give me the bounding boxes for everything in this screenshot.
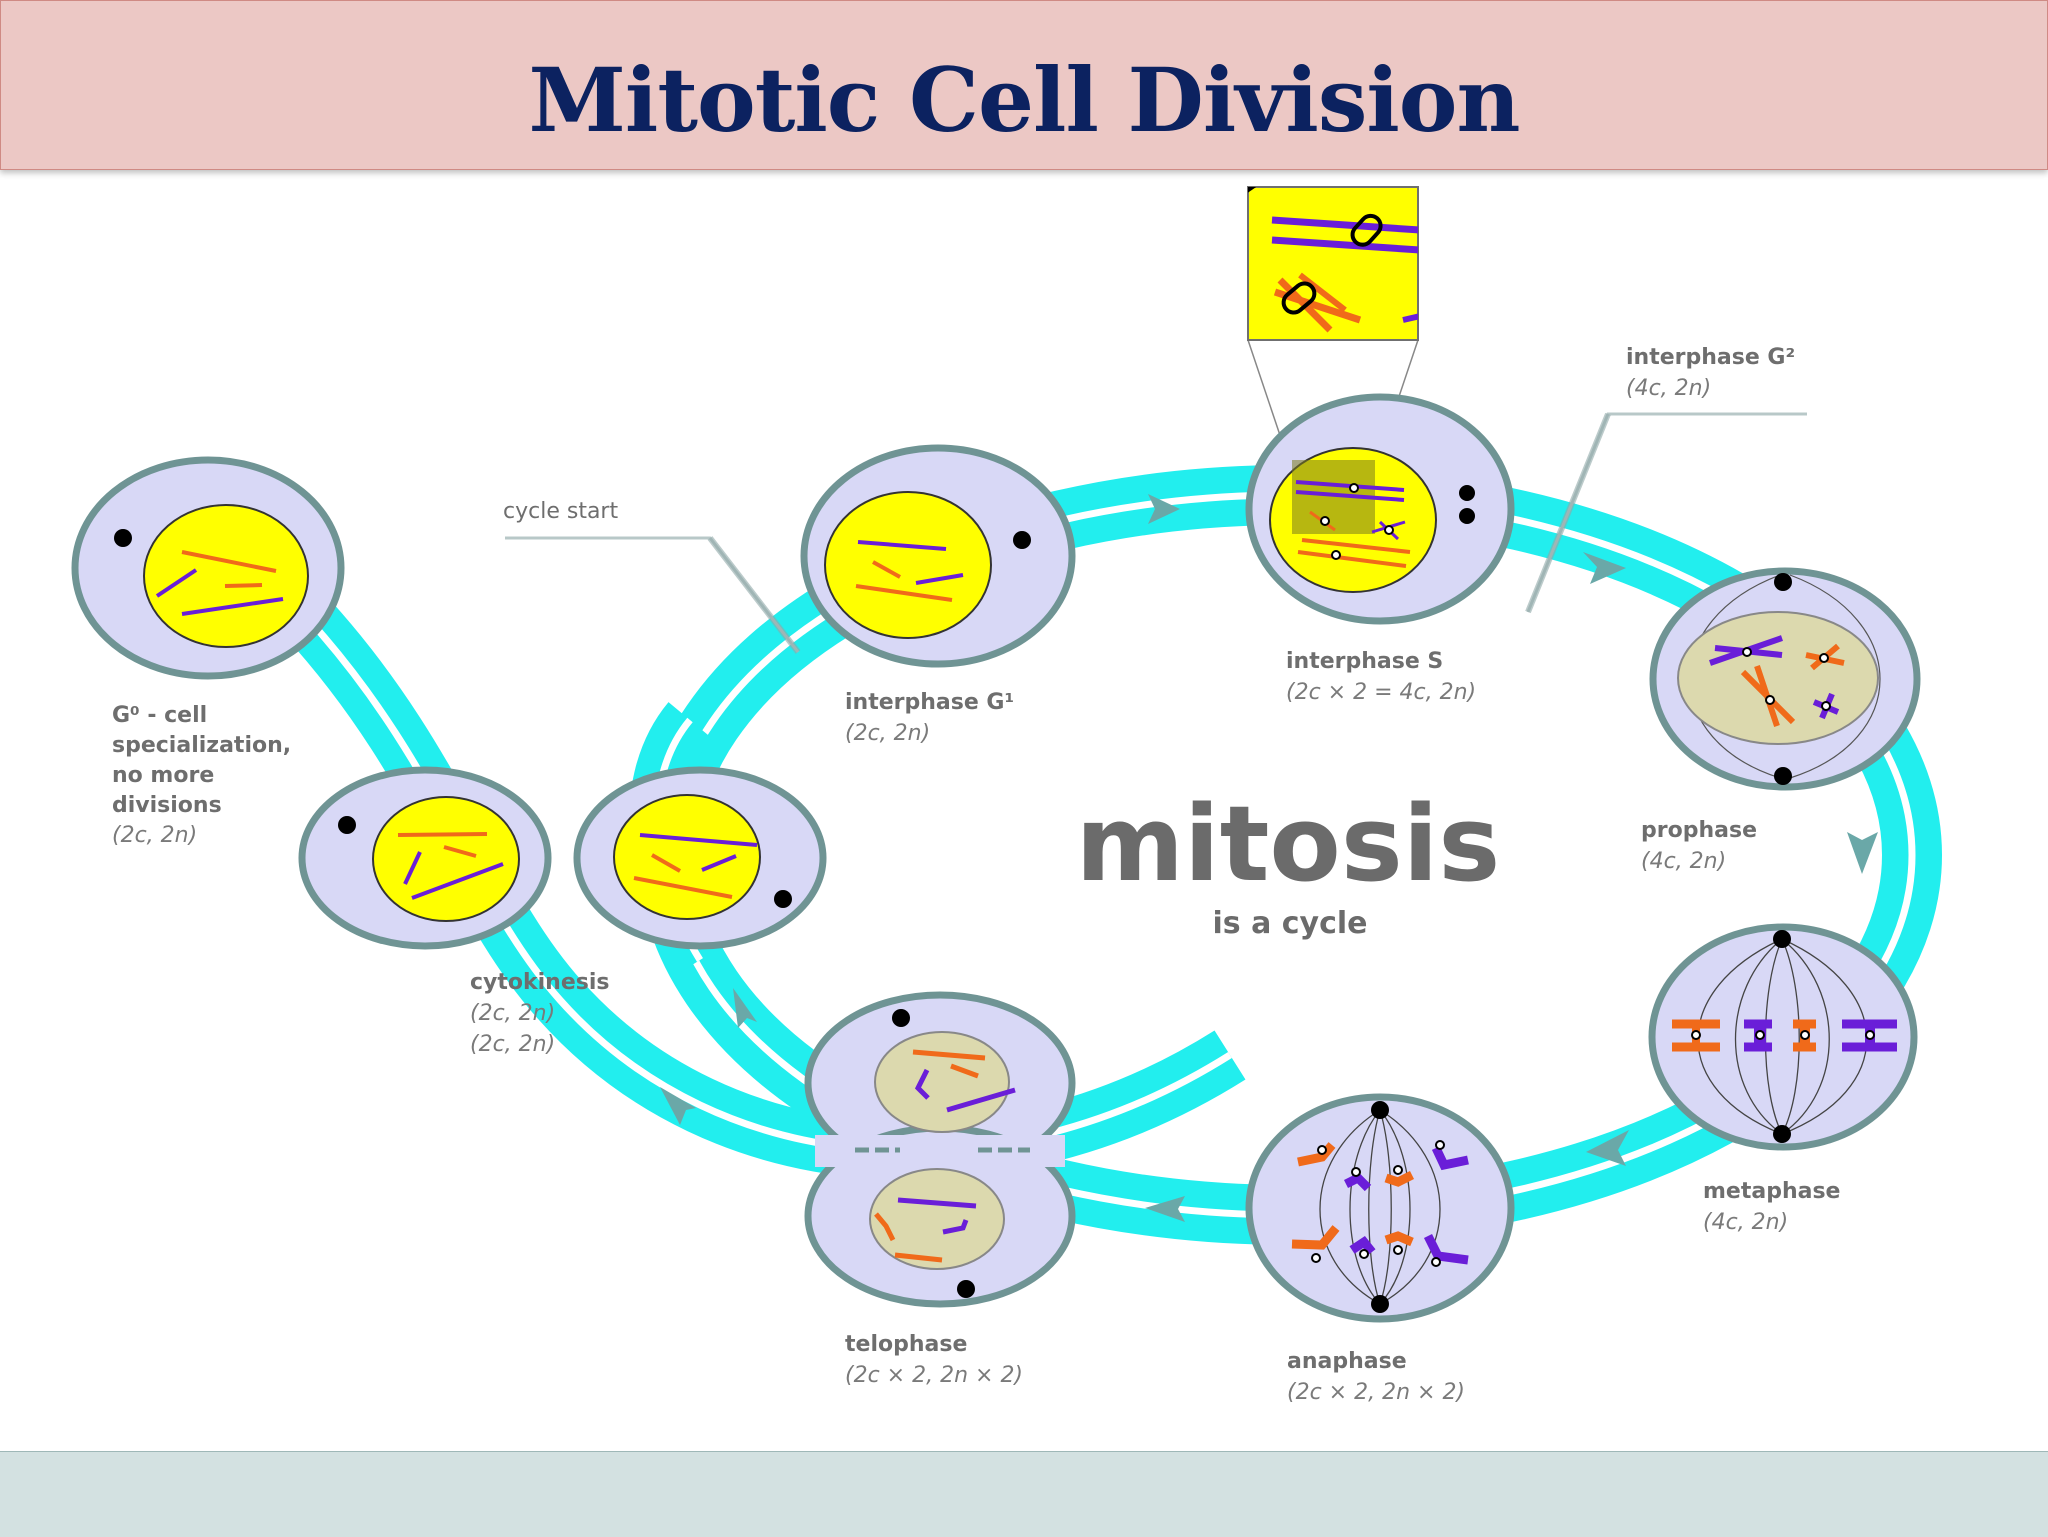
label-cytokinesis-formula-2: (2c, 2n)	[470, 1032, 555, 1057]
page-title: Mitotic Cell Division	[528, 48, 1521, 152]
centrosome	[1371, 1295, 1389, 1313]
centrosome	[1774, 767, 1792, 785]
label-metaphase-formula: (4c, 2n)	[1703, 1210, 1788, 1235]
arrow-chevron	[1586, 1130, 1629, 1166]
label-g0-line1: G⁰ - cell	[112, 703, 207, 728]
arrow-chevron	[1847, 832, 1878, 874]
arrow-chevron	[733, 988, 757, 1028]
centrosome	[114, 529, 132, 547]
arrow-chevron	[1145, 1196, 1185, 1222]
centrosome	[1774, 573, 1792, 591]
cell-telophase	[804, 991, 1076, 1308]
cell-interphase-g1	[800, 444, 1076, 668]
centrosome	[1773, 930, 1791, 948]
arrow-chevron	[1583, 552, 1626, 584]
label-cycle-start: cycle start	[503, 499, 618, 524]
label-g2-name: interphase G²	[1626, 345, 1795, 370]
label-anaphase-name: anaphase	[1287, 1349, 1407, 1374]
label-telophase-name: telophase	[845, 1332, 967, 1357]
nucleus	[613, 794, 761, 920]
label-g0-line3: no more	[112, 763, 214, 788]
cell-cytokinesis-right	[573, 766, 827, 950]
label-metaphase-name: metaphase	[1703, 1179, 1840, 1204]
cell-cytokinesis-left	[298, 766, 552, 950]
centrosome	[1459, 485, 1475, 501]
cell-prophase	[1649, 567, 1921, 791]
label-prophase-formula: (4c, 2n)	[1641, 849, 1726, 874]
centrosome	[957, 1280, 975, 1298]
label-prophase-name: prophase	[1641, 818, 1757, 843]
stage-labels: cycle start G⁰ - cell specialization, no…	[112, 345, 1840, 1405]
nucleus	[143, 504, 309, 648]
label-anaphase-formula: (2c × 2, 2n × 2)	[1287, 1380, 1465, 1405]
footer-bar	[0, 1451, 2048, 1537]
label-cytokinesis-formula-1: (2c, 2n)	[470, 1001, 555, 1026]
arrow-chevron	[1148, 494, 1180, 524]
label-s-formula: (2c × 2 = 4c, 2n)	[1286, 680, 1476, 705]
cell-metaphase	[1648, 923, 1918, 1151]
centrosome	[338, 816, 356, 834]
nucleus	[869, 1168, 1005, 1270]
centrosome	[774, 890, 792, 908]
centrosome	[1459, 508, 1475, 524]
arrow-chevron	[660, 1087, 696, 1125]
title-bar	[0, 0, 2048, 170]
centrosome	[1013, 531, 1031, 549]
label-g0-line4: divisions	[112, 793, 222, 818]
label-telophase-formula: (2c × 2, 2n × 2)	[845, 1363, 1023, 1388]
cell-g0	[71, 456, 345, 680]
label-g0-formula: (2c, 2n)	[112, 823, 197, 848]
label-g0-line2: specialization,	[112, 733, 291, 758]
centrosome	[892, 1009, 910, 1027]
label-cytokinesis-name: cytokinesis	[470, 970, 610, 995]
centrosome	[1773, 1125, 1791, 1143]
label-g2-formula: (4c, 2n)	[1626, 376, 1711, 401]
label-s-name: interphase S	[1286, 649, 1443, 674]
nucleus	[372, 796, 520, 922]
cell-anaphase	[1245, 1093, 1515, 1323]
center-caption: mitosis is a cycle	[1076, 783, 1501, 941]
center-sub-text: is a cycle	[1212, 906, 1367, 941]
zoom-inset	[1247, 186, 1419, 341]
center-main-text: mitosis	[1076, 783, 1501, 905]
nucleus	[874, 1031, 1010, 1133]
label-g1-name: interphase G¹	[845, 690, 1014, 715]
nucleus	[824, 491, 992, 639]
flow-arrows	[660, 494, 1878, 1222]
cell-interphase-s	[1245, 393, 1515, 625]
label-g1-formula: (2c, 2n)	[845, 721, 930, 746]
centrosome	[1371, 1101, 1389, 1119]
